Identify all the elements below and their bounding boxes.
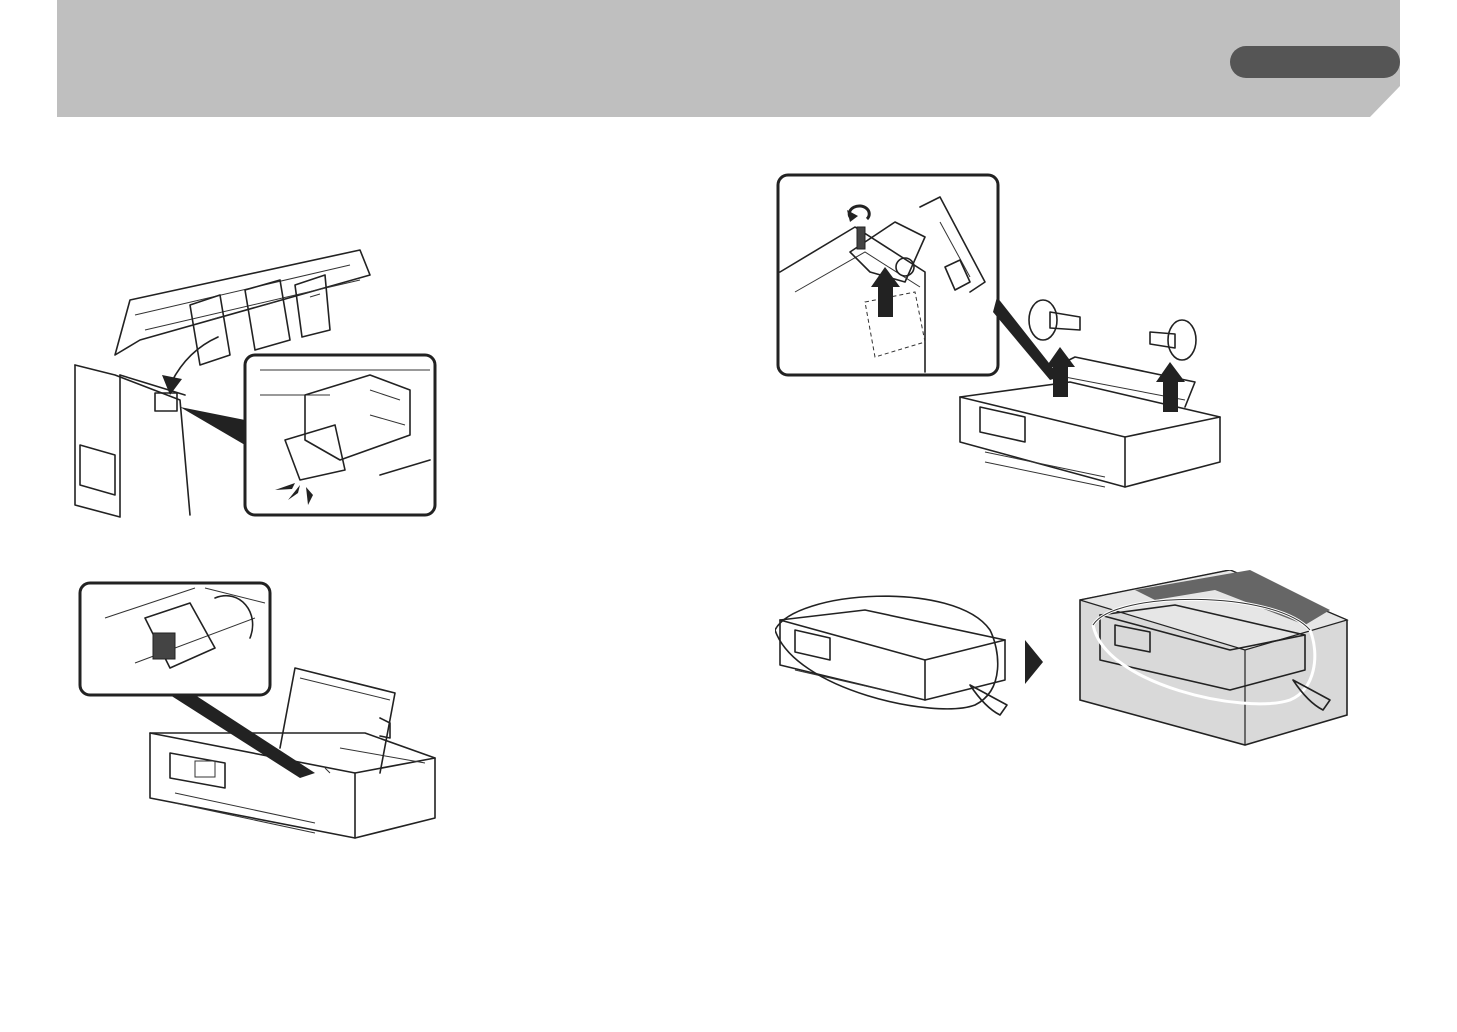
illustration-packing-sequence — [775, 570, 1350, 750]
header-band — [57, 0, 1400, 117]
fig-lock-carriage — [70, 245, 440, 520]
illustration-roll-holder-removal — [775, 172, 1230, 507]
fig-close-cover — [75, 578, 445, 848]
fig-pack-printer — [775, 570, 1350, 750]
fig-remove-roll-holder — [775, 172, 1230, 507]
section-tab — [1230, 46, 1400, 78]
header-band-shape — [57, 0, 1400, 117]
illustration-open-top-cover — [70, 245, 440, 520]
arrow-right-icon — [1025, 640, 1043, 684]
illustration-printer-cover-open — [75, 578, 445, 848]
